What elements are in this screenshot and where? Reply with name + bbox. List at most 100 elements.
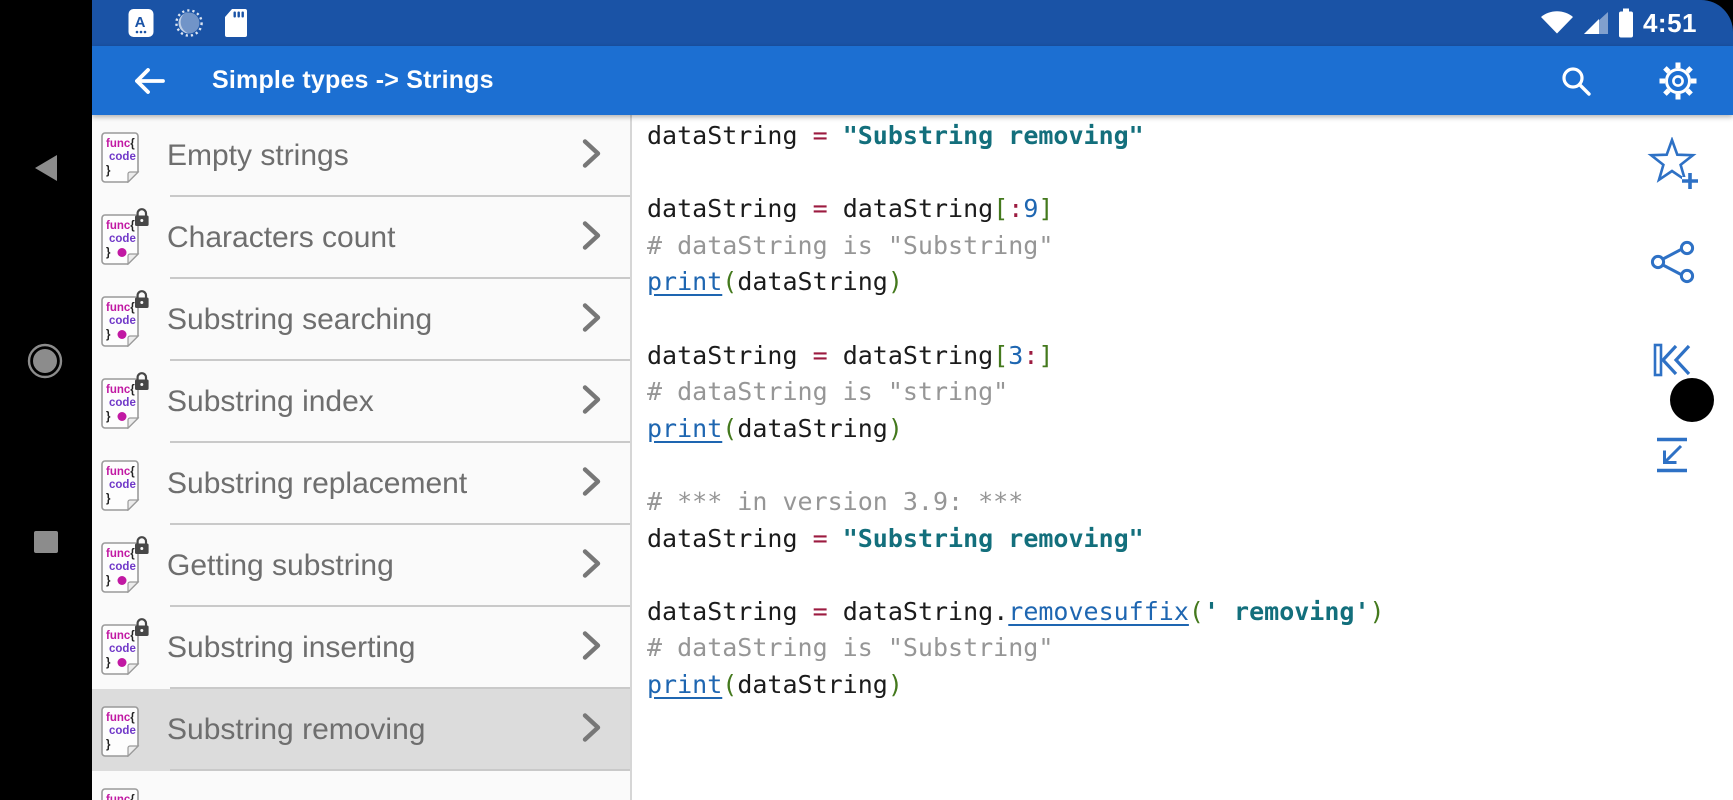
favorite-add-button[interactable]: [1645, 136, 1703, 200]
spinner-icon: [175, 9, 203, 37]
collapse-button[interactable]: [1652, 435, 1692, 480]
code-token: dataString: [647, 121, 813, 150]
svg-text:code: code: [109, 233, 136, 245]
code-link[interactable]: print: [647, 413, 723, 443]
collapse-arrow-icon: [1657, 437, 1687, 473]
svg-text:A: A: [135, 14, 146, 31]
func-code-doc-icon: func{ code }: [101, 459, 140, 511]
nav-recents-button[interactable]: [33, 530, 59, 559]
code-line: dataString = "Substring removing": [647, 118, 1733, 155]
code-line: print(dataString): [647, 667, 1733, 704]
recents-square-icon: [34, 531, 58, 553]
back-button[interactable]: [128, 60, 170, 102]
chevron-right-icon: [578, 711, 604, 750]
code-token: [: [993, 340, 1009, 370]
sidebar-item-substring-inserting[interactable]: func{ code } Substring inserting: [92, 607, 630, 689]
code-block: dataString = "Substring removing" dataSt…: [632, 115, 1733, 704]
code-token: ' removing': [1203, 596, 1370, 626]
page-title: Simple types -> Strings: [212, 66, 494, 94]
code-token: =: [812, 121, 828, 150]
sidebar-item-characters-count[interactable]: func{ code } Characters count: [92, 197, 630, 279]
lock-icon: [135, 535, 149, 554]
code-link[interactable]: print: [647, 669, 723, 699]
back-triangle-icon: [35, 155, 57, 181]
svg-text:}: }: [106, 329, 111, 341]
svg-text:code: code: [109, 151, 136, 163]
code-token: ): [887, 267, 903, 297]
settings-button[interactable]: [1655, 58, 1701, 104]
code-token: ): [1369, 596, 1385, 626]
app-bar: Simple types -> Strings: [92, 46, 1733, 115]
svg-text:code: code: [109, 561, 136, 573]
svg-text:}: }: [106, 575, 111, 587]
sidebar-item-label: Characters count: [167, 221, 396, 254]
sidebar-item-substring-searching[interactable]: func{ code } Substring searching: [92, 279, 630, 361]
code-token: # dataString is "string": [647, 377, 1009, 407]
cell-signal-icon: [1583, 12, 1608, 34]
sidebar-item-substring-replacement[interactable]: func{ code } Substring replacement: [92, 443, 630, 525]
code-link[interactable]: print: [647, 267, 723, 297]
func-code-doc-icon: func{ code }: [101, 371, 149, 429]
code-token: ): [887, 413, 903, 443]
svg-text:func{: func{: [106, 466, 135, 478]
sidebar-item-label: Empty strings: [167, 139, 349, 172]
func-code-doc-icon: func{ code }: [101, 787, 139, 800]
topics-sidebar: func{ code } Empty strings func{ code } …: [92, 115, 630, 800]
code-line: dataString = dataString[:9]: [647, 191, 1733, 228]
code-line: [647, 155, 1733, 192]
code-token: "Substring removing": [842, 523, 1144, 553]
system-nav-rail: [0, 0, 92, 800]
code-token: =: [812, 194, 828, 224]
svg-text:}: }: [106, 247, 111, 259]
screen-corner: [1701, 0, 1733, 32]
code-token: # dataString is "Substring": [647, 633, 1054, 663]
sidebar-item-substring-index[interactable]: func{ code } Substring index: [92, 361, 630, 443]
code-link[interactable]: removesuffix: [1008, 596, 1189, 626]
svg-text:func{: func{: [106, 630, 135, 642]
code-line: # dataString is "Substring": [647, 228, 1733, 265]
code-token: =: [812, 596, 828, 626]
svg-text:}: }: [106, 165, 111, 177]
code-token: dataString: [647, 523, 813, 553]
code-token: # dataString is "Substring": [647, 230, 1054, 260]
code-token: (: [1188, 596, 1204, 626]
code-token: ]: [1038, 340, 1054, 370]
sd-card-icon: [225, 9, 247, 37]
sidebar-item-substring-removing[interactable]: func{ code } Substring removing: [92, 689, 630, 771]
sidebar-item-empty-strings[interactable]: func{ code } Empty strings: [92, 115, 630, 197]
nav-back-button[interactable]: [31, 151, 61, 190]
code-line: # dataString is "Substring": [647, 630, 1733, 667]
share-icon: [1650, 240, 1695, 284]
share-button[interactable]: [1649, 238, 1697, 291]
code-line: [647, 301, 1733, 338]
func-code-icon-wrap: func{ code }: [100, 617, 152, 680]
overlay-dot-button[interactable]: [1670, 378, 1714, 422]
func-code-icon-wrap: func{ code }: [100, 289, 152, 352]
code-token: (: [722, 267, 738, 297]
nav-home-button[interactable]: [26, 342, 64, 385]
code-line: print(dataString): [647, 264, 1733, 301]
svg-text:func{: func{: [106, 138, 135, 150]
func-code-doc-icon: func{ code }: [101, 289, 149, 347]
chevron-right-icon: [578, 301, 604, 340]
sidebar-item-label: Substring replacement: [167, 467, 468, 500]
sidebar-item-label: Substring removing: [167, 713, 426, 746]
wifi-icon: [1540, 11, 1573, 34]
svg-text:}: }: [106, 739, 111, 751]
code-panel: dataString = "Substring removing" dataSt…: [630, 115, 1733, 800]
clock-time: 4:51: [1642, 7, 1697, 38]
svg-text:func{: func{: [106, 302, 135, 314]
search-button[interactable]: [1553, 58, 1599, 104]
skip-to-start-button[interactable]: [1652, 340, 1692, 385]
lock-icon: [135, 371, 149, 390]
sidebar-item-partial[interactable]: func{ code }: [92, 771, 630, 800]
code-token: dataString: [737, 669, 888, 699]
chevron-right-icon: [578, 219, 604, 258]
sidebar-item-getting-substring[interactable]: func{ code } Getting substring: [92, 525, 630, 607]
code-token: dataString: [737, 413, 888, 443]
back-arrow-icon: [135, 67, 165, 94]
lock-icon: [135, 289, 149, 308]
code-token: ): [887, 669, 903, 699]
code-token: "Substring removing": [842, 121, 1144, 150]
func-code-icon-wrap: func{ code }: [100, 535, 152, 598]
